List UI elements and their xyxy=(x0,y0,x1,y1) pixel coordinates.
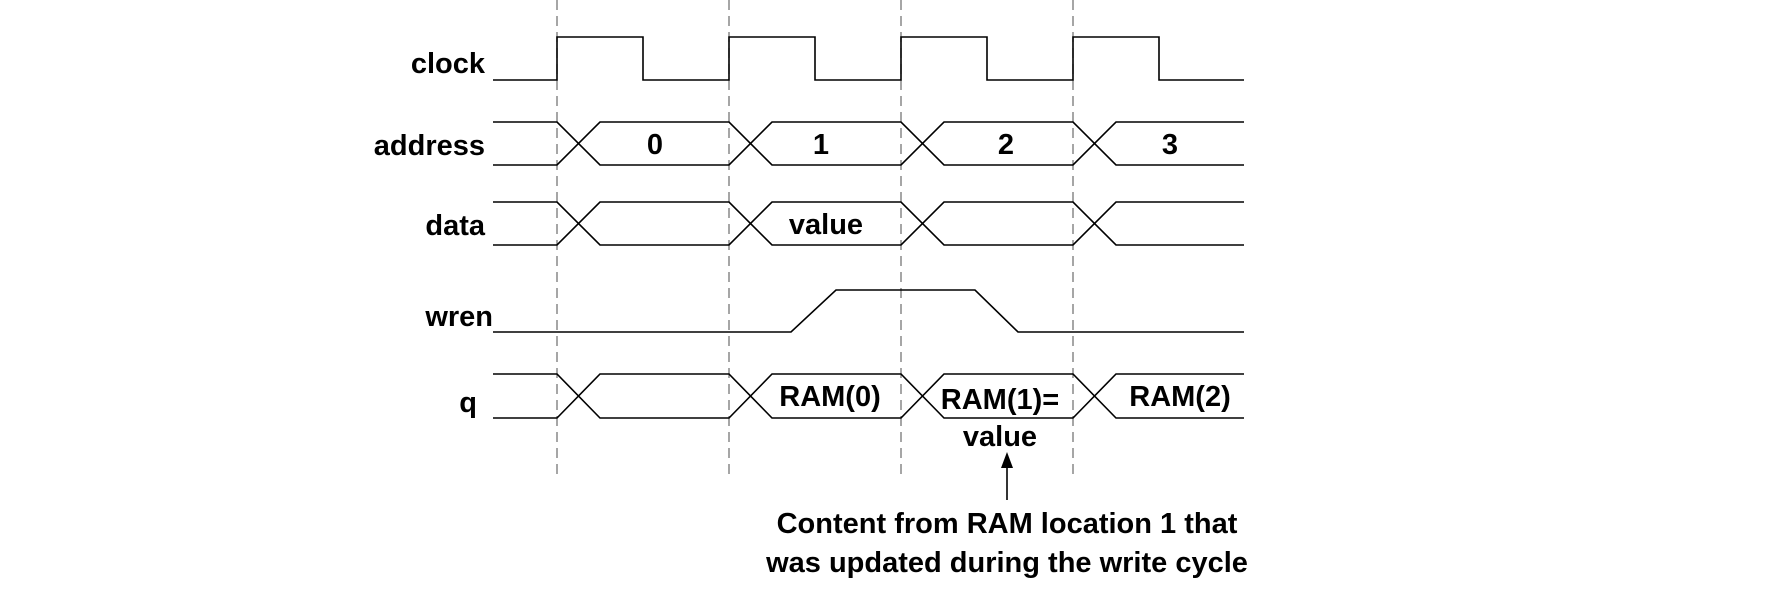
wren-waveform xyxy=(493,289,1244,333)
address-bus xyxy=(493,121,1244,166)
q-value-ram2: RAM(2) xyxy=(1129,381,1231,413)
data-label: data xyxy=(425,210,486,242)
q-value-ram1: RAM(1)= xyxy=(941,384,1059,416)
address-value-1: 1 xyxy=(813,129,829,161)
address-value-3: 3 xyxy=(1162,129,1178,161)
data-value: value xyxy=(789,209,863,241)
annotation-line-2: was updated during the write cycle xyxy=(765,547,1248,579)
address-value-2: 2 xyxy=(998,129,1014,161)
q-label: q xyxy=(459,387,477,419)
wren-label: wren xyxy=(424,301,493,333)
annotation-line-1: Content from RAM location 1 that xyxy=(777,508,1238,540)
q-value-ram0: RAM(0) xyxy=(779,381,881,413)
address-value-0: 0 xyxy=(647,129,663,161)
data-bus xyxy=(493,201,1244,246)
clock-label: clock xyxy=(411,48,486,80)
q-value-ram1-value: value xyxy=(963,421,1037,453)
annotation-arrow xyxy=(1001,452,1013,500)
address-label: address xyxy=(374,130,485,162)
q-bus xyxy=(493,373,1244,419)
clock-waveform xyxy=(493,36,1244,81)
